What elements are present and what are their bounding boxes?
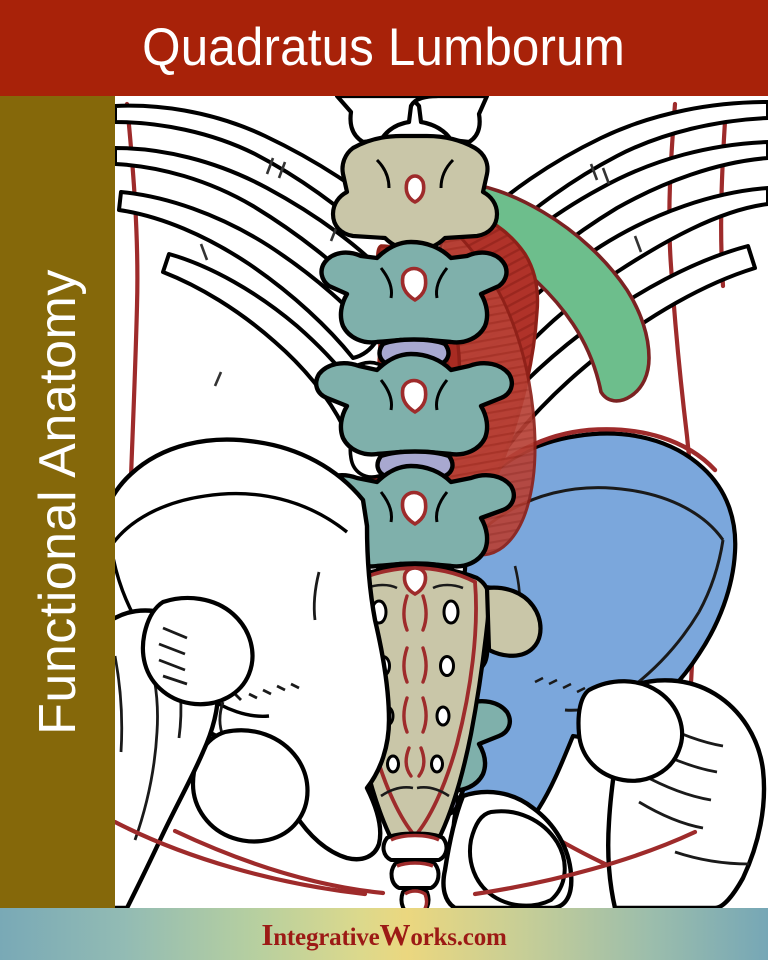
brand-lead-cap: I xyxy=(261,916,274,952)
sidebar-series-label: Functional Anatomy xyxy=(0,96,115,908)
coccyx xyxy=(381,831,449,908)
anatomy-svg xyxy=(115,96,768,908)
vertebra-L1 xyxy=(319,239,509,347)
vertebra-L2 xyxy=(314,351,514,459)
femur-right xyxy=(576,678,767,908)
lower-contour-overlay xyxy=(115,819,698,897)
brand-w-cap: W xyxy=(379,916,411,952)
brand-part-two: orks.com xyxy=(410,923,507,951)
site-brand[interactable]: IntegrativeWorks.com xyxy=(261,919,506,950)
thoracic-vertebrae xyxy=(330,96,500,253)
brand-part-one: ntegrative xyxy=(273,923,380,951)
footer-bar: IntegrativeWorks.com xyxy=(0,908,768,960)
anatomy-illustration xyxy=(115,96,768,908)
page-title: Quadratus Lumborum xyxy=(142,17,626,77)
sidebar-label-text: Functional Anatomy xyxy=(28,269,87,735)
title-banner: Quadratus Lumborum xyxy=(0,0,768,96)
